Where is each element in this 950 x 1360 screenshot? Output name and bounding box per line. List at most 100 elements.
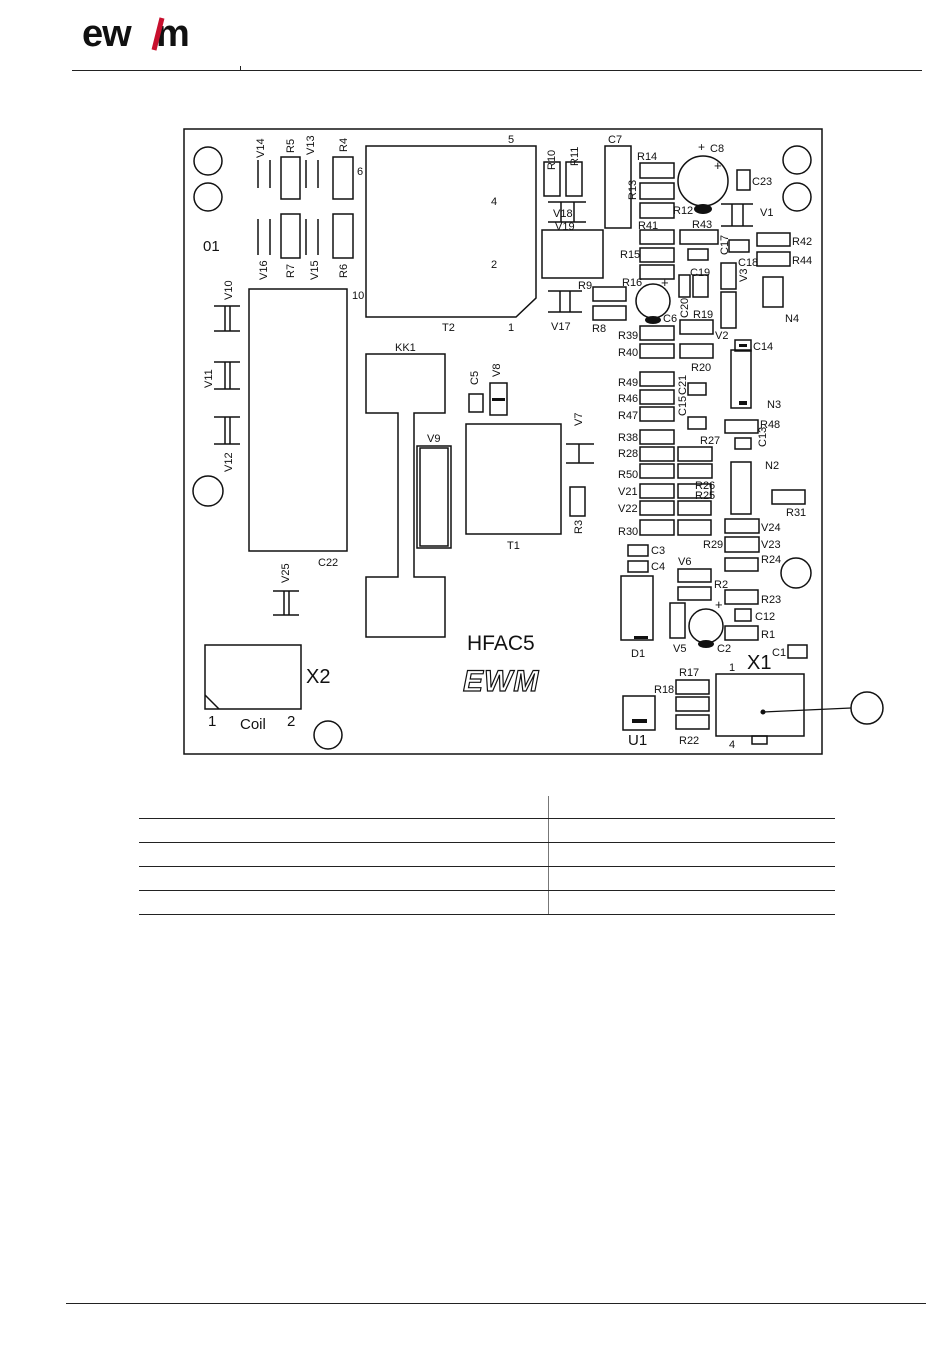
refdes-r24: R24 — [761, 554, 781, 566]
refdes-n4: N4 — [785, 313, 799, 325]
refdes-r48: R48 — [760, 419, 780, 431]
refdes-u1: U1 — [628, 732, 647, 749]
t2-pin: 1 — [508, 322, 514, 334]
refdes-c12: C12 — [755, 611, 775, 623]
refdes-r20: R20 — [691, 362, 711, 374]
x2-pin-right: 2 — [287, 713, 295, 730]
table-cell — [139, 866, 549, 891]
callout-circle — [850, 691, 884, 725]
svg-text:+: + — [698, 140, 705, 154]
table-row — [139, 842, 835, 867]
table-cell — [548, 890, 835, 915]
refdes-n3: N3 — [767, 399, 781, 411]
refdes-r3: R3 — [573, 520, 585, 534]
refdes-v13: V13 — [305, 135, 317, 155]
fiducial-label: 01 — [203, 238, 220, 255]
mounting-hole — [780, 557, 812, 589]
refdes-r44: R44 — [792, 255, 812, 267]
mounting-hole — [193, 182, 223, 212]
refdes-c21: C21 — [677, 375, 689, 395]
refdes-c17: C17 — [719, 235, 731, 255]
refdes-kk1: KK1 — [395, 342, 416, 354]
x1-pin-bottom: 4 — [729, 739, 735, 751]
refdes-r26: R26 — [695, 480, 715, 492]
t2-pin: 6 — [357, 166, 363, 178]
refdes-r47: R47 — [618, 410, 638, 422]
refdes-r23: R23 — [761, 594, 781, 606]
component-labels: HFAC5 EWM 01 X2 X1 Coil 1 2 1 4 5 6 4 2 … — [203, 134, 771, 751]
footer-rule — [66, 1303, 926, 1304]
refdes-c1: C1 — [772, 647, 786, 659]
table-cell — [548, 866, 835, 891]
c22-capacitor — [248, 288, 348, 552]
board-logo: EWM — [463, 665, 539, 698]
refdes-v24: V24 — [761, 522, 781, 534]
refdes-v6: V6 — [678, 556, 691, 568]
refdes-c8: C8 — [710, 143, 724, 155]
refdes-v10: V10 — [223, 280, 235, 300]
table-row — [139, 866, 835, 891]
t2-pin: 5 — [508, 134, 514, 146]
refdes-c2: C2 — [717, 643, 731, 655]
x1-pin-top: 1 — [729, 662, 735, 674]
refdes-r28: R28 — [618, 448, 638, 460]
svg-text:+: + — [661, 275, 669, 290]
refdes-c4: C4 — [651, 561, 665, 573]
header-rule — [72, 70, 922, 71]
refdes-v25: V25 — [280, 563, 292, 583]
table-row — [139, 796, 835, 819]
mounting-hole — [192, 475, 224, 507]
refdes-r13: R13 — [627, 180, 639, 200]
refdes-r14: R14 — [637, 151, 657, 163]
x2-connector — [204, 644, 302, 710]
refdes-r46: R46 — [618, 393, 638, 405]
x2-label: X2 — [306, 666, 330, 688]
refdes-c23: C23 — [752, 176, 772, 188]
mounting-hole — [782, 145, 812, 175]
t2-transformer — [365, 145, 537, 318]
refdes-v23: V23 — [761, 539, 781, 551]
t2-pin: 4 — [491, 196, 497, 208]
refdes-v18: V18 — [553, 208, 573, 220]
header-rule-tick — [240, 66, 241, 71]
empty-table — [139, 796, 835, 915]
refdes-r25: R25 — [695, 490, 715, 502]
refdes-r8: R8 — [592, 323, 606, 335]
refdes-r29: R29 — [703, 539, 723, 551]
x2-pin-left: 1 — [208, 713, 216, 730]
refdes-r19: R19 — [693, 309, 713, 321]
pcb-outline — [183, 128, 823, 755]
refdes-r27: R27 — [700, 435, 720, 447]
refdes-r10: R10 — [546, 150, 558, 170]
table-cell — [139, 890, 549, 915]
refdes-t2: T2 — [442, 322, 455, 334]
table-cell — [548, 818, 835, 843]
refdes-v22: V22 — [618, 503, 638, 515]
refdes-v14: V14 — [255, 138, 267, 158]
refdes-c13: C13 — [757, 427, 769, 447]
refdes-r18: R18 — [654, 684, 674, 696]
refdes-c15: C15 — [677, 396, 689, 416]
table-cell — [548, 842, 835, 867]
refdes-r5: R5 — [285, 139, 297, 153]
refdes-c5: C5 — [469, 371, 481, 385]
refdes-r16: R16 — [622, 277, 642, 289]
svg-text:ew: ew — [82, 14, 132, 54]
refdes-r2: R2 — [714, 579, 728, 591]
refdes-r6: R6 — [338, 264, 350, 278]
refdes-r7: R7 — [285, 264, 297, 278]
refdes-r22: R22 — [679, 735, 699, 747]
pcb-layout-diagram: HFAC5 EWM 01 X2 X1 Coil 1 2 1 4 5 6 4 2 … — [183, 128, 884, 755]
refdes-v5: V5 — [673, 643, 686, 655]
refdes-c19: C19 — [690, 267, 710, 279]
refdes-c6: C6 — [663, 313, 677, 325]
table-row — [139, 890, 835, 915]
table-row — [139, 818, 835, 843]
svg-text:+: + — [715, 597, 723, 612]
refdes-r12: R12 — [673, 205, 693, 217]
mounting-hole — [313, 720, 343, 750]
refdes-c3: C3 — [651, 545, 665, 557]
refdes-r39: R39 — [618, 330, 638, 342]
mounting-hole — [193, 146, 223, 176]
board-name: HFAC5 — [467, 632, 535, 655]
